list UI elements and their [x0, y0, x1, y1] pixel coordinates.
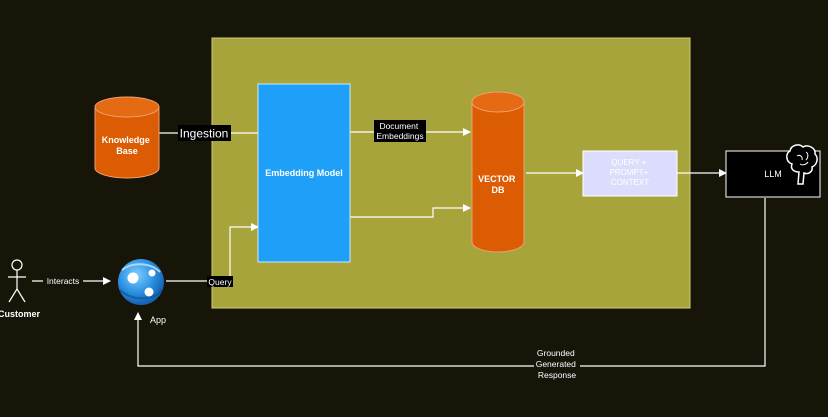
knowledge-base-label: Knowledge Base: [102, 135, 153, 156]
ingestion-label: Ingestion: [180, 127, 229, 141]
embedding-model-node[interactable]: Embedding Model: [257, 83, 351, 263]
llm-label: LLM: [764, 169, 782, 179]
llm-node[interactable]: LLM: [725, 144, 821, 198]
vector-db-label: VECTOR DB: [478, 174, 518, 195]
document-embeddings-label: Document Embeddings: [376, 121, 423, 141]
customer-label: Customer: [0, 309, 40, 319]
embedding-model-label: Embedding Model: [265, 168, 343, 178]
query-prompt-context-node[interactable]: QUERY + PROMPT+ CONTEXT: [582, 150, 678, 197]
query-embedding-connector: [350, 204, 471, 218]
grounded-response-connector: [134, 198, 766, 367]
query-connector: [166, 223, 259, 282]
vector-db-node[interactable]: VECTOR DB: [471, 91, 525, 253]
azure-app-service-icon[interactable]: [118, 259, 164, 305]
query-label-bg: [207, 276, 233, 287]
knowledge-base-node[interactable]: Knowledge Base: [94, 96, 160, 179]
brain-icon: [786, 144, 818, 185]
grounded-response-label: Grounded Generated Response: [536, 348, 579, 380]
interacts-label: Interacts: [47, 276, 80, 286]
grounded-response-label-bg: [534, 347, 580, 381]
query-prompt-context-label: QUERY + PROMPT+ CONTEXT: [609, 158, 650, 187]
stick-figure-icon: [8, 259, 26, 303]
document-embeddings-label-bg: [374, 120, 426, 142]
ingestion-label-bg: [178, 125, 231, 141]
app-label: App: [150, 315, 166, 325]
interacts-label-bg: [43, 275, 83, 286]
query-label: Query: [208, 277, 232, 287]
